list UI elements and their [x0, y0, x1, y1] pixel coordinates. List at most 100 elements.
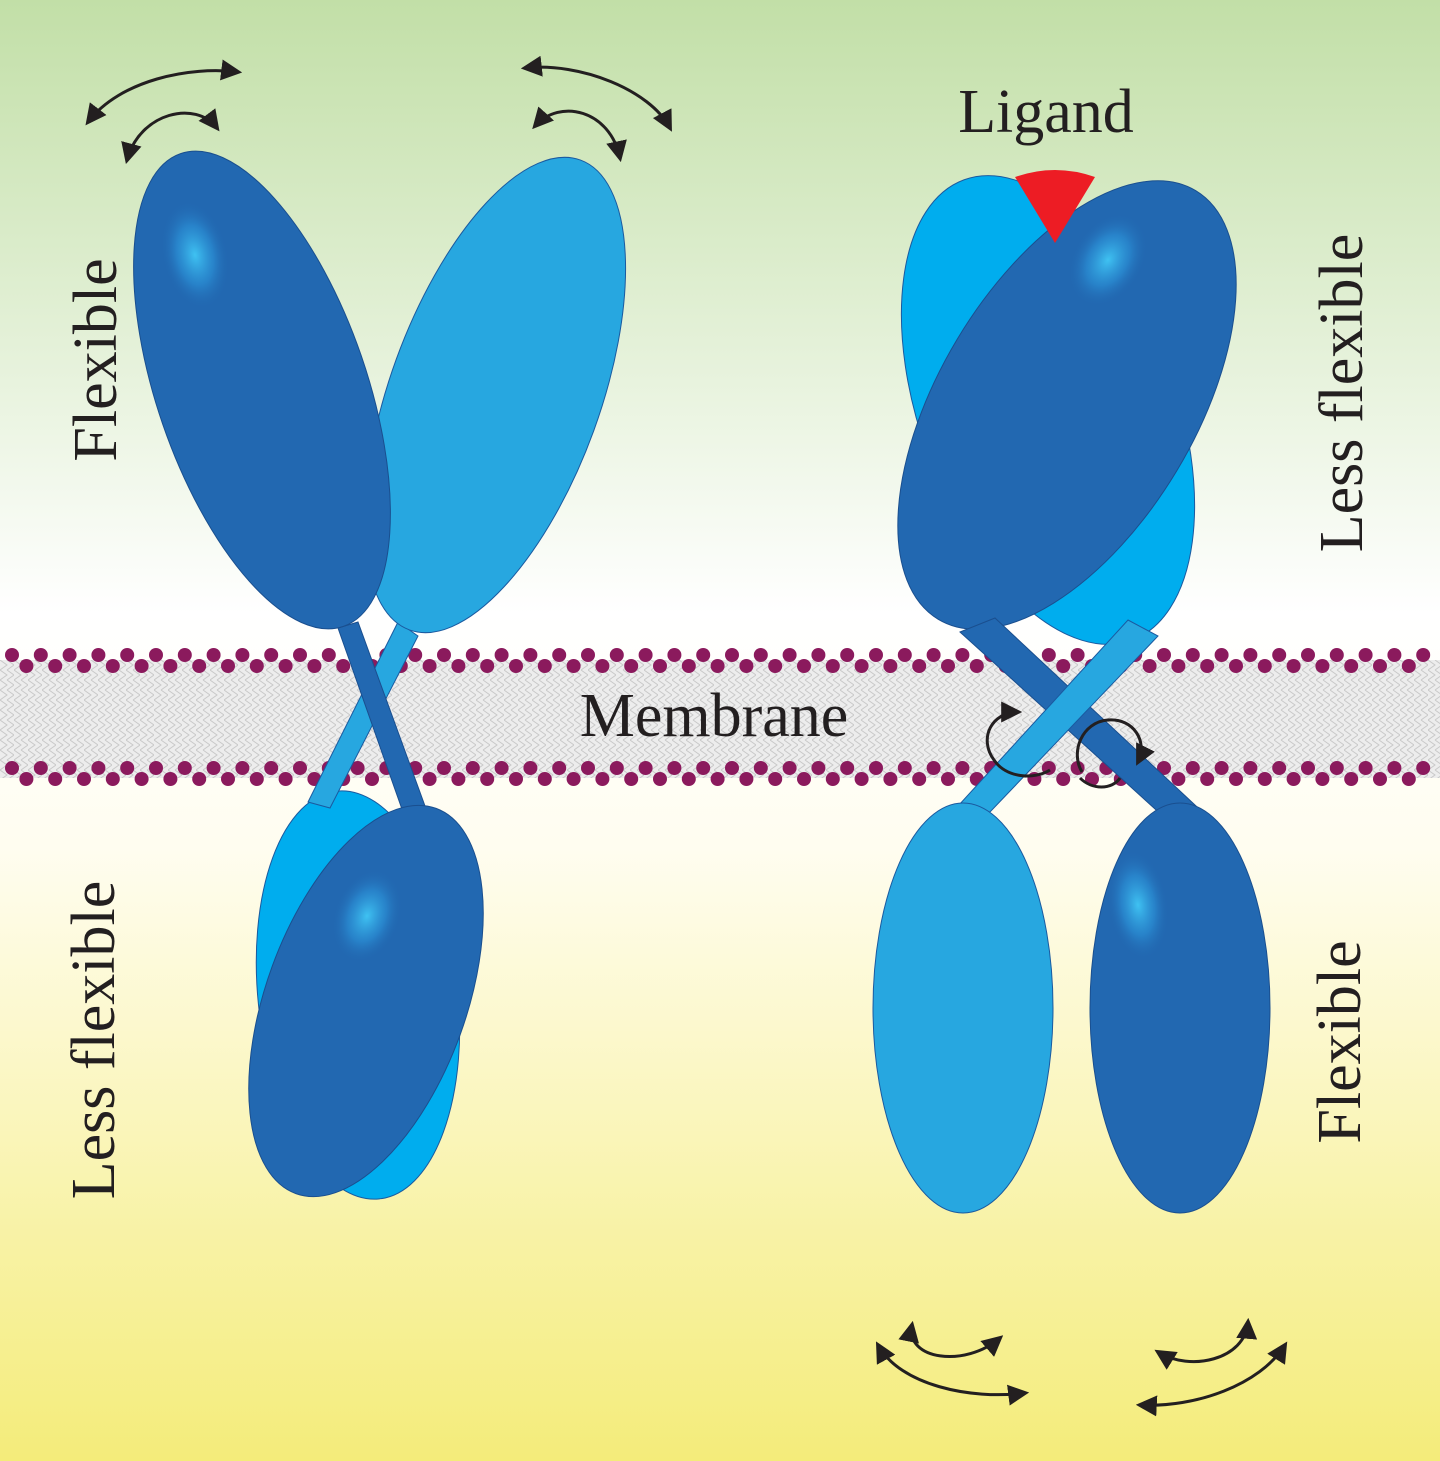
lipid-head — [523, 761, 538, 775]
lipid-head — [465, 648, 480, 662]
double-headed-curved-arrow-icon — [1135, 1341, 1288, 1417]
lipid-head — [33, 648, 48, 662]
lipid-head — [509, 772, 523, 786]
lipid-head — [537, 659, 552, 673]
lipid-head — [1387, 648, 1402, 662]
lipid-head — [422, 772, 437, 786]
lipid-head — [1387, 761, 1402, 775]
rotation-arrow-icon — [1078, 776, 1122, 789]
lipid-head — [293, 761, 307, 775]
lipid-head — [1401, 659, 1416, 673]
lipid-head — [595, 659, 610, 673]
lipid-head — [797, 772, 811, 786]
right-lower-highlight — [1107, 850, 1169, 960]
lipid-head — [19, 659, 34, 673]
lipid-head — [307, 659, 322, 673]
lipid-head — [969, 659, 984, 673]
lipid-head — [854, 772, 869, 786]
lipid-head — [149, 761, 163, 775]
lipid-head — [581, 648, 595, 662]
lipid-head — [1214, 761, 1229, 775]
lipid-head — [278, 659, 293, 673]
lipid-head — [883, 772, 898, 786]
ligand-shape — [1015, 170, 1095, 243]
lipid-head — [725, 761, 739, 775]
flex-arrows-right-bottom-left — [875, 1320, 1030, 1406]
left-stalk-light — [307, 621, 419, 809]
lipid-head — [221, 772, 235, 786]
lipid-head — [437, 761, 451, 775]
lipid-head — [681, 659, 696, 673]
lipid-head — [552, 761, 567, 775]
membrane-label: Membrane — [580, 682, 849, 750]
lipid-head — [825, 772, 840, 786]
lipid-head — [365, 772, 379, 786]
lipid-head — [681, 772, 696, 786]
flex-arrows-right-bottom-right — [1135, 1317, 1288, 1417]
lipid-head — [696, 648, 711, 662]
lipid-head — [1056, 772, 1071, 786]
lipid-head — [638, 761, 653, 775]
lipid-head — [1200, 659, 1215, 673]
lipid-head — [739, 659, 754, 673]
lipid-head — [509, 659, 523, 673]
lipid-head — [1315, 772, 1330, 786]
lipid-head — [566, 772, 581, 786]
lipid-head — [249, 659, 264, 673]
lipid-head — [48, 659, 63, 673]
lipid-head — [710, 659, 725, 673]
lipid-head — [753, 761, 768, 775]
lipid-head — [120, 648, 135, 662]
lipid-head — [293, 648, 307, 662]
lipid-head — [278, 772, 293, 786]
lipid-head — [1157, 761, 1171, 775]
lipid-head — [163, 659, 178, 673]
right-top-flexibility-label: Less flexible — [1308, 234, 1376, 553]
lipid-head — [177, 648, 192, 662]
lipid-head — [696, 761, 711, 775]
lipid-head — [192, 772, 207, 786]
lipid-head — [62, 761, 77, 775]
lipid-head — [1329, 761, 1344, 775]
lipid-head — [552, 648, 567, 662]
lipid-head — [581, 761, 595, 775]
lipid-head — [638, 648, 653, 662]
lipid-head — [1272, 648, 1287, 662]
left-lower-domain-dark — [248, 804, 484, 1198]
lipid-head — [869, 648, 883, 662]
lipid-head — [336, 659, 351, 673]
lipid-head — [1257, 659, 1272, 673]
flex-arrows-left-top-right — [520, 55, 672, 163]
lipid-head — [1229, 659, 1243, 673]
double-headed-curved-arrow-icon — [520, 55, 672, 132]
lipid-head — [811, 648, 826, 662]
lipid-head — [753, 648, 768, 662]
lipid-head — [1243, 648, 1258, 662]
lipid-head — [897, 648, 912, 662]
lipid-head — [1301, 761, 1315, 775]
lipid-head — [1401, 772, 1416, 786]
lipid-head — [1142, 659, 1157, 673]
lipid-head — [221, 659, 235, 673]
lipid-head — [249, 772, 264, 786]
lipid-head — [840, 648, 855, 662]
lipid-head — [1358, 761, 1373, 775]
rotation-arrow-icon — [985, 701, 1051, 778]
lipid-head — [1344, 772, 1359, 786]
lipid-head — [710, 772, 725, 786]
lipid-head — [869, 761, 883, 775]
lipid-head — [854, 659, 869, 673]
lipid-head — [825, 659, 840, 673]
lipid-head — [667, 761, 682, 775]
lipid-head — [739, 772, 754, 786]
lipid-head — [667, 648, 682, 662]
right-bottom-flexibility-label: Flexible — [1306, 940, 1374, 1143]
lipid-head — [1358, 648, 1373, 662]
lipid-head — [120, 761, 135, 775]
lipid-head — [1272, 761, 1287, 775]
lipid-head — [206, 761, 221, 775]
lipid-head — [609, 648, 624, 662]
lipid-head — [624, 772, 639, 786]
lipid-head — [1344, 659, 1359, 673]
left-receptor — [133, 150, 627, 1200]
